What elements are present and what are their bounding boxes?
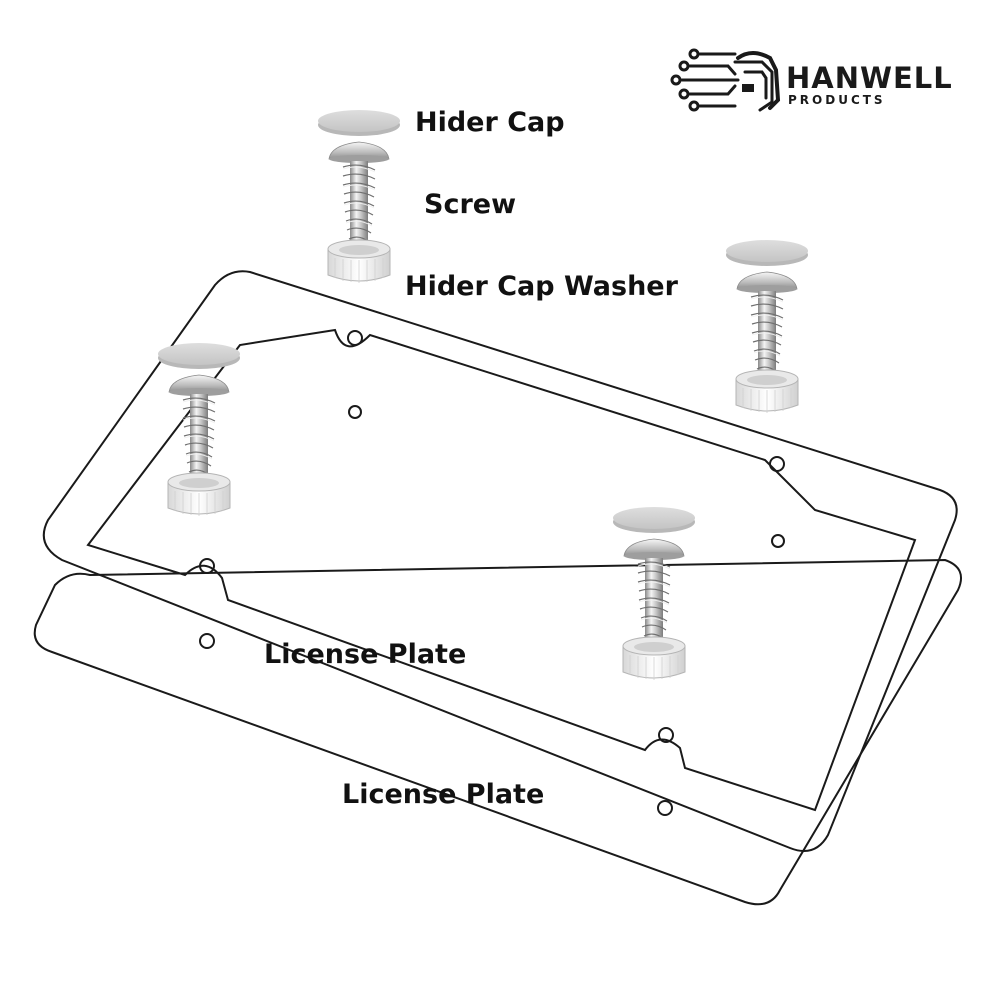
screw-assembly-top-right	[725, 239, 809, 414]
plate-mount-hole	[657, 800, 673, 816]
license-plate	[33, 558, 962, 906]
brand-name: HANWELL	[786, 61, 953, 95]
brand-logo: HANWELL PRODUCTS	[670, 48, 953, 112]
brand-sub: PRODUCTS	[788, 93, 886, 107]
label-hider-cap: Hider Cap	[415, 107, 565, 138]
screw-assembly-top-left	[317, 109, 401, 284]
plate-mount-hole	[199, 633, 215, 649]
label-license-plate-frame: License Plate	[264, 639, 466, 670]
screw-assembly-left	[157, 342, 241, 517]
frame-mount-hole	[658, 727, 674, 743]
label-license-plate: License Plate	[342, 779, 544, 810]
license-plate-frame	[42, 270, 958, 852]
screw-assembly-bottom-right	[612, 506, 696, 681]
frame-mount-hole	[769, 456, 785, 472]
plate-hole-visible	[771, 534, 785, 548]
circuit-car-icon	[670, 48, 781, 112]
label-screw: Screw	[424, 189, 516, 220]
frame-mount-hole	[347, 330, 363, 346]
plate-hole-visible	[348, 405, 362, 419]
label-hider-cap-washer: Hider Cap Washer	[405, 271, 679, 302]
frame-mount-hole	[199, 558, 215, 574]
